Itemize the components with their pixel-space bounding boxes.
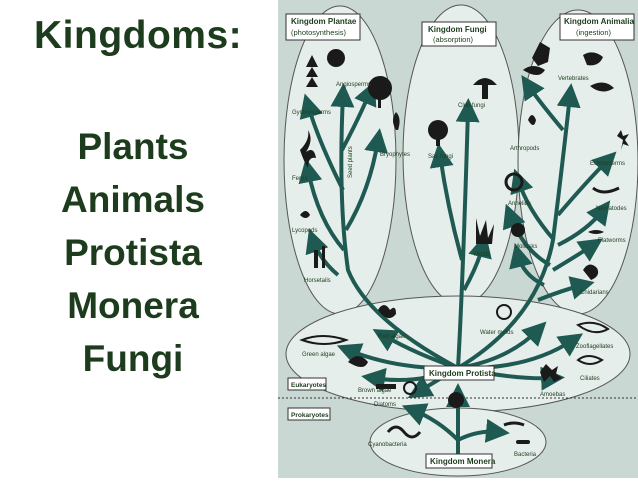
brown-alga-icon: [348, 356, 368, 367]
angiosperm-icon: [327, 49, 345, 67]
gymnosperm-icon: [306, 55, 318, 87]
green-alga-icon: [299, 335, 350, 345]
label-club-fungi: Club fungi: [458, 103, 485, 109]
slide-title: Kingdoms:: [34, 14, 243, 57]
protista-title: Kingdom Protista: [429, 369, 496, 378]
echinoderm-icon: [617, 130, 629, 150]
label-zooflagellates: Zooflagellates: [576, 344, 613, 350]
fungi-title: Kingdom Fungi: [428, 25, 487, 34]
vertebrate-frog-icon: [583, 52, 603, 66]
tree-icon: [368, 76, 392, 100]
label-green-algae: Green algae: [302, 352, 336, 358]
animalia-arrows: [456, 75, 617, 370]
label-red-algae: Red algae: [378, 334, 406, 340]
nematode-icon: [592, 186, 620, 194]
label-gymnosperms: Gymnosperms: [292, 110, 331, 116]
club-fungus-icon: [473, 78, 497, 85]
monera-title-box: Kingdom Monera: [425, 453, 496, 469]
label-bryophytes: Bryophytes: [380, 152, 410, 158]
label-diatoms: Diatoms: [374, 402, 396, 408]
bacteria-icon: [503, 421, 525, 427]
flatworm-icon: [588, 230, 604, 234]
water-mold-icon: [496, 304, 512, 320]
mollusk-icon: [511, 223, 525, 237]
vertebrate-cat-icon: [532, 42, 550, 66]
label-arthropods: Arthropods: [510, 146, 539, 152]
bryophyte-icon: [393, 112, 400, 130]
kingdom-item-monera: Monera: [67, 285, 199, 326]
plantae-subtitle: (photosynthesis): [291, 28, 347, 37]
kingdoms-diagram: Kingdom Plantae (photosynthesis) Kingdom…: [278, 0, 638, 478]
label-lycopods: Lycopods: [292, 228, 317, 234]
ciliate-icon: [576, 355, 604, 365]
label-cyanobacteria: Cyanobacteria: [368, 442, 407, 448]
label-amoebas: Amoebas: [540, 392, 565, 398]
fungi-subtitle: (absorption): [433, 35, 474, 44]
label-brown-algae: Brown algae: [358, 388, 392, 394]
animalia-title-box: Kingdom Animalia (ingestion): [559, 13, 635, 41]
kingdom-item-plants: Plants: [77, 126, 189, 167]
organism-labels: Angiosperms Gymnosperms Bryophytes Ferns…: [292, 76, 627, 458]
protist-cell-icon: [448, 392, 464, 408]
plantae-title: Kingdom Plantae: [291, 17, 357, 26]
eukaryotes-box: Eukaryotes: [287, 377, 327, 391]
prokaryotes-label: Prokaryotes: [291, 412, 329, 419]
label-water-molds: Water molds: [480, 330, 513, 336]
vertebrate-fish-icon: [590, 82, 614, 92]
label-ferns: Ferns: [292, 176, 307, 182]
label-vertebrates: Vertebrates: [558, 76, 589, 82]
eukaryotes-label: Eukaryotes: [291, 382, 326, 389]
fungi-arrows: [429, 98, 492, 369]
red-alga-icon: [378, 305, 396, 319]
protista-title-box: Kingdom Protista: [423, 365, 496, 381]
diatom-icon: [376, 384, 396, 389]
prokaryotes-box: Prokaryotes: [287, 407, 331, 421]
kingdoms-diagram-svg: Kingdom Plantae (photosynthesis) Kingdom…: [278, 0, 638, 478]
horsetail-icon: [314, 250, 318, 268]
label-molds: Molds: [474, 252, 490, 258]
label-mollusks: Mollusks: [514, 244, 537, 250]
seed-plants-label: Seed plants: [348, 146, 354, 178]
plantae-arrows: [298, 80, 459, 370]
label-flatworms: Flatworms: [598, 238, 626, 244]
cnidarian-icon: [583, 264, 599, 280]
cyanobacteria-icon: [386, 425, 422, 439]
animalia-title: Kingdom Animalia: [564, 17, 634, 26]
fungi-title-box: Kingdom Fungi (absorption): [421, 21, 497, 47]
arthropod-icon: [528, 115, 536, 125]
kingdom-list: Plants Animals Protista Monera Fungi: [0, 120, 266, 385]
label-annelids: Annelids: [508, 201, 531, 207]
lycopod-icon: [300, 211, 310, 218]
animalia-subtitle: (ingestion): [576, 28, 612, 37]
fern-icon: [300, 130, 316, 168]
label-echinoderms: Echinoderms: [590, 161, 625, 167]
vertebrate-bird-icon: [523, 66, 545, 75]
zooflagellate-icon: [575, 321, 610, 334]
label-cnidarians: Cnidarians: [580, 290, 609, 296]
monera-title: Kingdom Monera: [430, 457, 496, 466]
label-nematodes: Nematodes: [596, 206, 627, 212]
sac-fungus-icon: [428, 120, 448, 140]
label-bacteria: Bacteria: [514, 452, 537, 458]
kingdom-item-protista: Protista: [64, 232, 202, 273]
label-ciliates: Ciliates: [580, 376, 600, 382]
organism-icons: [299, 42, 629, 444]
label-sac-fungi: Sac fungi: [428, 154, 453, 160]
annelid-icon: [504, 172, 524, 192]
plantae-title-box: Kingdom Plantae (photosynthesis): [285, 13, 361, 41]
label-horsetails: Horsetails: [304, 278, 331, 284]
amoeba-icon: [540, 364, 562, 382]
kingdom-item-fungi: Fungi: [82, 338, 184, 379]
label-angiosperms: Angiosperms: [336, 82, 371, 88]
kingdom-item-animals: Animals: [61, 179, 205, 220]
mold-icon: [476, 218, 494, 244]
